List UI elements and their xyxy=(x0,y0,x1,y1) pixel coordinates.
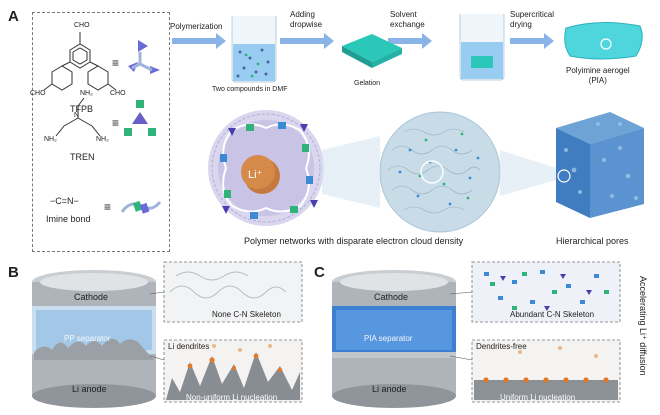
li-ion-label: Li⁺ xyxy=(248,169,263,181)
imine-equiv: ≡ xyxy=(104,200,112,214)
b-separator-label: PP separator xyxy=(64,334,111,343)
tfpb-cho-left: CHO xyxy=(30,90,46,97)
caption-aerogel: Polyimine aerogel (PIA) xyxy=(566,66,630,85)
legend-box xyxy=(32,12,170,252)
imine-formula: −C=N− xyxy=(50,196,79,206)
caption-gelation: Gelation xyxy=(354,80,381,87)
process-arrows xyxy=(172,33,554,49)
panel-c-letter: C xyxy=(314,264,325,281)
tren-nh2-left: NH₂ xyxy=(44,136,57,143)
c-skeleton-label: Abundant C-N Skeleton xyxy=(510,310,595,319)
tfpb-icon xyxy=(128,40,160,74)
panel-a-letter: A xyxy=(8,8,19,25)
beaker-solvent-exchange xyxy=(459,14,505,81)
b-cathode-label: Cathode xyxy=(74,292,109,302)
b-dendrites-label: Li dendrites xyxy=(168,342,210,351)
tren-icon xyxy=(124,100,156,136)
c-cathode-label: Cathode xyxy=(374,292,409,302)
battery-b xyxy=(32,270,156,408)
leader-c1 xyxy=(449,291,473,295)
gel-slab xyxy=(342,34,402,68)
c-separator-label: PIA separator xyxy=(364,334,413,343)
network-nodes xyxy=(220,122,318,219)
caption-pores: Hierarchical pores xyxy=(556,236,629,246)
battery-c xyxy=(332,270,456,408)
c-dendrites-label: Dendrites-free xyxy=(476,342,527,351)
caption-two-compounds: Two compounds in DMF xyxy=(212,86,288,93)
step-polymerization: Polymerization xyxy=(170,22,223,31)
tren-structure xyxy=(55,97,101,137)
zoom-cone-right xyxy=(500,150,556,196)
b-anode-label: Li anode xyxy=(72,384,107,394)
tren-label: TREN xyxy=(70,152,95,162)
c-side-label: Accelerating Li⁺ diffusion xyxy=(638,276,648,376)
zoom-cone-left xyxy=(322,136,380,208)
tren-n: N xyxy=(74,112,80,119)
leader-b1 xyxy=(149,291,165,295)
tren-nh2-right: NH₂ xyxy=(96,136,109,143)
aerogel-film xyxy=(564,21,643,60)
c-anode-label: Li anode xyxy=(372,384,407,394)
step-supercritical-drying: Supercritical drying xyxy=(510,10,555,29)
dendrite-box-b xyxy=(163,339,303,403)
imine-label: Imine bond xyxy=(46,214,91,224)
c-nucleation-label: Uniform Li nucleation xyxy=(500,393,576,402)
b-skeleton-label: None C-N Skeleton xyxy=(212,310,281,319)
b-nucleation-label: Non-uniform Li nucleation xyxy=(186,393,278,402)
middle-network-circle xyxy=(379,111,501,233)
skeleton-box-b xyxy=(163,261,303,323)
step-adding-dropwise: Adding dropwise xyxy=(290,10,323,29)
dendrite-box-c xyxy=(471,339,621,403)
panel-b-letter: B xyxy=(8,264,19,281)
tfpb-equiv: ≡ xyxy=(112,56,120,70)
tfpb-label: TFPB xyxy=(70,104,94,114)
pores-cube xyxy=(556,112,644,218)
tren-nh2-top: NH₂ xyxy=(80,90,93,97)
leader-c2 xyxy=(449,355,473,361)
beaker-two-compounds xyxy=(231,16,277,83)
imine-bond-icon xyxy=(120,200,162,214)
tfpb-cho-right: CHO xyxy=(110,90,126,97)
tren-equiv: ≡ xyxy=(112,116,120,130)
tfpb-structure xyxy=(43,32,117,91)
step-solvent-exchange: Solvent exchange xyxy=(390,10,425,29)
tfpb-cho-top: CHO xyxy=(74,22,90,29)
leader-b2 xyxy=(149,355,165,361)
caption-networks: Polymer networks with disparate electron… xyxy=(244,236,464,246)
polymer-network-circle xyxy=(208,110,324,226)
